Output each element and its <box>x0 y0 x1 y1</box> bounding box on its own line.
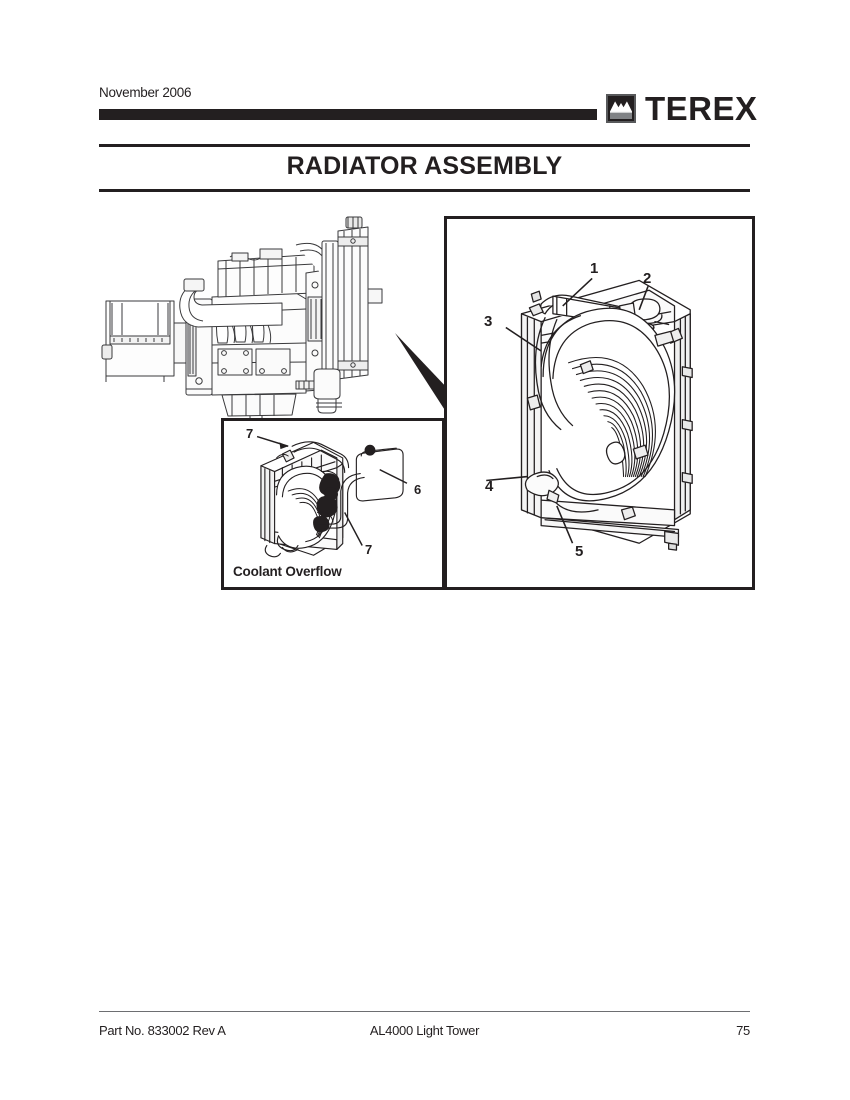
inset-callout-6: 6 <box>414 482 422 497</box>
footer-model: AL4000 Light Tower <box>369 1023 480 1038</box>
inset-callout-7-top: 7 <box>246 426 254 441</box>
header-rule-bar <box>99 109 597 120</box>
engine-assembly-illustration <box>100 213 450 418</box>
page-footer: Part No. 833002 Rev A AL4000 Light Tower… <box>99 1023 750 1043</box>
terex-logo-icon <box>606 94 636 123</box>
inset-callout-7-bottom: 7 <box>365 542 373 557</box>
header-date: November 2006 <box>99 85 192 100</box>
callout-2: 2 <box>643 270 652 287</box>
footer-rule <box>99 1011 750 1012</box>
figure-area: 1 2 3 4 5 <box>95 208 755 598</box>
page-title: RADIATOR ASSEMBLY <box>286 152 563 180</box>
title-rule-bottom <box>99 189 750 192</box>
callout-4: 4 <box>485 478 494 495</box>
callout-5: 5 <box>575 543 584 560</box>
callout-3: 3 <box>484 313 493 330</box>
brand-name: TEREX <box>645 90 758 127</box>
callout-1: 1 <box>590 260 599 277</box>
coolant-overflow-illustration <box>224 421 442 563</box>
title-rule-top <box>99 144 750 147</box>
footer-part-number: Part No. 833002 Rev A <box>99 1023 226 1038</box>
inset-caption: Coolant Overflow <box>233 564 342 579</box>
radiator-assembly-panel: 1 2 3 4 5 <box>444 216 755 590</box>
coolant-overflow-panel: 7 6 7 Coolant Overflow <box>221 418 445 590</box>
footer-page-number: 75 <box>736 1023 750 1038</box>
brand-logo: TEREX <box>606 92 758 125</box>
